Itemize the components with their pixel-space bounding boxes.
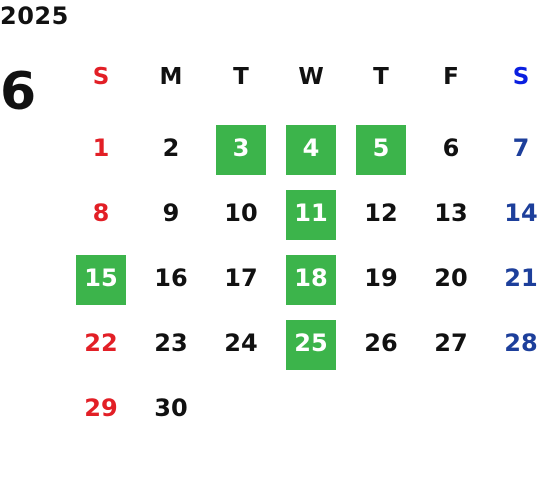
day-cell[interactable]: 10 [206, 180, 276, 245]
day-cell-highlighted[interactable]: 3 [206, 115, 276, 180]
day-number: 18 [294, 263, 328, 292]
day-number: 6 [442, 133, 460, 162]
highlight-marker [286, 125, 336, 175]
day-cell[interactable]: 8 [66, 180, 136, 245]
highlight-marker [286, 190, 336, 240]
day-number: 3 [232, 133, 250, 162]
day-number: 14 [504, 198, 538, 227]
day-cell[interactable]: 17 [206, 245, 276, 310]
highlight-marker [216, 125, 266, 175]
highlight-marker [356, 125, 406, 175]
day-number: 12 [364, 198, 398, 227]
day-cell[interactable]: 27 [416, 310, 486, 375]
day-cell[interactable]: 1 [66, 115, 136, 180]
day-cell[interactable]: 9 [136, 180, 206, 245]
day-number: 11 [294, 198, 328, 227]
day-number: 30 [154, 393, 188, 422]
weekday-header: T [346, 45, 416, 110]
weekday-header: W [276, 45, 346, 110]
day-cell[interactable]: 13 [416, 180, 486, 245]
day-number: 1 [92, 133, 110, 162]
day-number: 26 [364, 328, 398, 357]
day-number: 10 [224, 198, 258, 227]
day-number: 4 [302, 133, 320, 162]
weekday-header: S [486, 45, 548, 110]
day-cell[interactable]: 16 [136, 245, 206, 310]
day-number: 2 [162, 133, 180, 162]
day-number: 9 [162, 198, 180, 227]
day-number: 21 [504, 263, 538, 292]
weekday-header-label: W [298, 64, 324, 90]
weekday-header: M [136, 45, 206, 110]
highlight-marker [286, 255, 336, 305]
day-number: 29 [84, 393, 118, 422]
highlight-marker [286, 320, 336, 370]
calendar-month: 6 [0, 62, 37, 122]
day-cell[interactable]: 6 [416, 115, 486, 180]
day-cell[interactable]: 24 [206, 310, 276, 375]
day-number: 15 [84, 263, 118, 292]
day-cell[interactable]: 20 [416, 245, 486, 310]
highlight-marker [76, 255, 126, 305]
day-cell[interactable]: 2 [136, 115, 206, 180]
weekday-header-label: S [512, 64, 530, 90]
calendar-year: 2025 [0, 2, 69, 30]
day-cell[interactable]: 7 [486, 115, 548, 180]
day-cell-highlighted[interactable]: 4 [276, 115, 346, 180]
day-cell-highlighted[interactable]: 5 [346, 115, 416, 180]
day-number: 7 [512, 133, 530, 162]
day-number: 13 [434, 198, 468, 227]
day-number: 17 [224, 263, 258, 292]
day-number: 16 [154, 263, 188, 292]
day-number: 27 [434, 328, 468, 357]
weekday-header-label: M [159, 64, 183, 90]
weekday-header-label: S [92, 64, 110, 90]
day-cell[interactable]: 30 [136, 375, 206, 440]
day-cell-highlighted[interactable]: 15 [66, 245, 136, 310]
day-cell[interactable]: 23 [136, 310, 206, 375]
day-cell[interactable]: 12 [346, 180, 416, 245]
day-number: 22 [84, 328, 118, 357]
day-cell[interactable]: 26 [346, 310, 416, 375]
day-cell[interactable]: 21 [486, 245, 548, 310]
day-number: 8 [92, 198, 110, 227]
day-cell[interactable]: 28 [486, 310, 548, 375]
weekday-header: S [66, 45, 136, 110]
day-number: 20 [434, 263, 468, 292]
day-cell[interactable]: 22 [66, 310, 136, 375]
weekday-header-label: T [233, 64, 249, 90]
day-cell-highlighted[interactable]: 11 [276, 180, 346, 245]
day-cell-highlighted[interactable]: 18 [276, 245, 346, 310]
weekday-header: F [416, 45, 486, 110]
day-number: 25 [294, 328, 328, 357]
day-cell-highlighted[interactable]: 25 [276, 310, 346, 375]
day-number: 28 [504, 328, 538, 357]
weekday-header-label: F [443, 64, 459, 90]
weekday-header-label: T [373, 64, 389, 90]
day-number: 19 [364, 263, 398, 292]
day-number: 23 [154, 328, 188, 357]
day-cell[interactable]: 29 [66, 375, 136, 440]
weekday-header: T [206, 45, 276, 110]
day-number: 24 [224, 328, 258, 357]
day-number: 5 [372, 133, 390, 162]
day-cell[interactable]: 19 [346, 245, 416, 310]
day-cell[interactable]: 14 [486, 180, 548, 245]
